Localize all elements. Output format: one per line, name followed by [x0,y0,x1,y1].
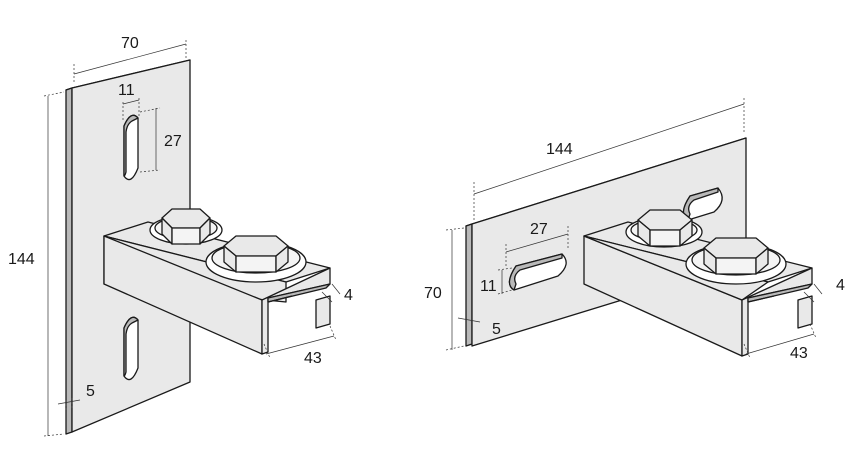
right-channel-thickness-label: 4 [836,277,845,294]
left-plate-height-label: 144 [8,251,35,268]
left-bolt1-head-side-b [171,227,201,245]
left-channel-depth-label: 43 [304,350,322,367]
right-plate-edge [465,223,473,347]
right-bolt1-head-side-c [679,219,693,247]
right-dimension-lines [445,98,823,359]
left-width-dim-line [73,43,187,75]
left-slot-length-label: 27 [164,133,182,150]
left-bolt2-head-top [223,235,289,257]
left-plate-width-label: 70 [121,35,139,52]
right-plate-length-label: 144 [546,141,573,158]
right-channel-inner-edge [747,295,775,303]
left-channel-inner-edge [267,295,293,303]
right-bolt2-head-side-b [715,257,757,275]
left-lower-slot-shadow [123,316,139,377]
right-bolt2-head-top [703,237,769,259]
right-bolt2-head-side-c [755,247,769,275]
right-channel-front-upper [583,235,769,301]
right-length-dim-line [473,103,745,195]
right-slot-length-label: 27 [530,221,548,238]
right-right-slot-shadow [682,187,719,221]
left-bracket-view: 70 11 27 144 5 4 43 [8,35,353,437]
left-channel-thickness-label: 4 [344,287,353,304]
right-plate-height-label: 70 [424,285,442,302]
left-upper-slot-shadow [123,114,139,177]
left-bolt2-head-side-c [275,245,289,273]
right-channel-lip-bottom [797,295,813,329]
right-channel-depth-label: 43 [790,345,808,362]
right-bracket-view: 144 27 70 11 5 4 43 [424,98,845,362]
right-plate-thickness-label: 5 [492,321,501,338]
left-bolt1-head-side-c [199,217,211,245]
left-bolt2-head-side-b [235,255,277,273]
left-channel-lip-bottom [315,295,331,329]
left-plate-edge [65,87,73,435]
right-bolt1-head-side-b [649,229,681,247]
right-slot-width-label: 11 [480,278,497,295]
left-dimension-lines [43,40,341,437]
right-channel-lip-top [747,283,813,303]
left-slot-width-label: 11 [118,82,135,99]
left-plate-thickness-label: 5 [86,383,95,400]
right-left-slot-shadow [508,253,563,291]
